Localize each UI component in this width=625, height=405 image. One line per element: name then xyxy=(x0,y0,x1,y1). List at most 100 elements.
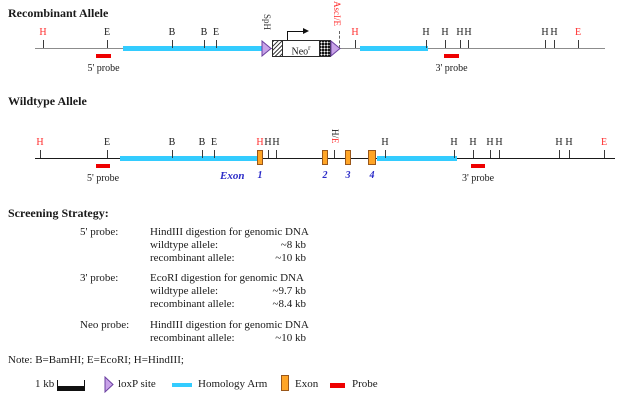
screening-probe-label: 5' probe: xyxy=(80,226,119,238)
scale-bar-icon xyxy=(57,386,85,391)
transcription-arrow-head-icon xyxy=(303,28,309,34)
restriction-site-label: H xyxy=(495,137,503,148)
restriction-site-tick xyxy=(454,150,455,158)
homology-arm xyxy=(120,156,257,161)
probe-legend-label: Probe xyxy=(352,378,378,390)
restriction-site-label: E xyxy=(210,137,218,148)
exon-box xyxy=(345,150,351,165)
exon-number: 2 xyxy=(322,170,328,181)
restriction-site-label: H xyxy=(450,137,458,148)
restriction-site-label: H/E xyxy=(330,129,340,144)
restriction-site-label: H xyxy=(541,27,549,38)
probe-label: 3' probe xyxy=(435,63,468,74)
screening-desc: wildtype allele: xyxy=(150,285,219,297)
site-label-red: E xyxy=(330,138,340,144)
wildtype-allele-title: Wildtype Allele xyxy=(8,94,87,108)
homology-arm-legend-icon xyxy=(172,383,192,387)
homology-arm xyxy=(123,46,262,51)
restriction-site-tick xyxy=(172,150,173,158)
restriction-site-tick xyxy=(355,40,356,48)
exon-number: 1 xyxy=(257,170,263,181)
screening-desc: wildtype allele: xyxy=(150,239,219,251)
restriction-site-tick xyxy=(107,40,108,48)
restriction-site-label: H xyxy=(256,137,264,148)
screening-desc: HindIII digestion for genomic DNA xyxy=(150,319,309,331)
probe-legend-icon xyxy=(330,383,345,388)
screening-strategy-title: Screening Strategy: xyxy=(8,206,109,220)
screening-size: ~9.7 kb xyxy=(272,285,306,297)
probe-label: 3' probe xyxy=(461,173,495,184)
restriction-site-label: H xyxy=(39,27,47,38)
restriction-site-label: B xyxy=(200,27,208,38)
restriction-site-tick xyxy=(268,150,269,158)
restriction-site-tick xyxy=(214,150,215,158)
restriction-site-label: E xyxy=(212,27,220,38)
restriction-site-tick xyxy=(473,150,474,158)
exon-legend-icon xyxy=(281,375,289,391)
loxp-triangle-icon xyxy=(261,40,272,57)
restriction-site-tick xyxy=(426,40,427,48)
restriction-site-tick xyxy=(604,150,605,158)
loxp-legend-label: loxP site xyxy=(118,378,156,390)
restriction-site-label: H xyxy=(264,137,272,148)
loxp-legend-icon xyxy=(104,376,114,393)
restriction-site-label: H xyxy=(456,27,464,38)
probe-bar xyxy=(444,54,459,58)
screening-probe-label: 3' probe: xyxy=(80,272,119,284)
restriction-site-tick xyxy=(40,150,41,158)
asci-site-label: AscI/E xyxy=(332,1,342,26)
screening-probe-label: Neo probe: xyxy=(80,319,130,331)
restriction-site-label: E xyxy=(574,27,582,38)
probe-bar xyxy=(96,164,110,168)
exon-number: 3 xyxy=(345,170,351,181)
exon-number: 4 xyxy=(369,170,375,181)
restriction-site-tick xyxy=(216,40,217,48)
restriction-site-label: H xyxy=(486,137,494,148)
restriction-site-tick xyxy=(107,150,108,158)
restriction-site-label: H xyxy=(422,27,430,38)
restriction-site-tick xyxy=(460,40,461,48)
screening-desc: EcoRI digestion for genomic DNA xyxy=(150,272,304,284)
restriction-site-tick xyxy=(385,150,386,158)
scale-bar-end-tick xyxy=(57,380,58,386)
screening-size: ~10 kb xyxy=(275,332,306,344)
restriction-site-tick xyxy=(172,40,173,48)
exon-word-label: Exon xyxy=(220,170,245,182)
restriction-site-tick xyxy=(569,150,570,158)
screening-size: ~8 kb xyxy=(280,239,306,251)
transcription-arrow-stem xyxy=(287,31,288,40)
restriction-site-label: B xyxy=(168,27,176,38)
restriction-site-tick xyxy=(499,150,500,158)
enzyme-note: Note: B=BamHI; E=EcoRI; H=HindIII; xyxy=(8,354,184,366)
restriction-site-label: E xyxy=(600,137,608,148)
loxp-triangle-icon xyxy=(330,40,341,57)
restriction-site-tick xyxy=(578,40,579,48)
left-junction-site-label: SpH xyxy=(262,14,272,31)
screening-size: ~10 kb xyxy=(275,252,306,264)
restriction-site-tick xyxy=(334,150,335,158)
restriction-site-label: B xyxy=(198,137,206,148)
asci-site-dashed-line xyxy=(339,31,340,48)
restriction-site-label: H xyxy=(272,137,280,148)
restriction-site-label: H xyxy=(351,27,359,38)
restriction-site-tick xyxy=(276,150,277,158)
restriction-site-tick xyxy=(202,150,203,158)
scale-bar-label: 1 kb xyxy=(35,378,55,390)
exon-legend-label: Exon xyxy=(295,378,319,390)
restriction-site-label: H xyxy=(469,137,477,148)
restriction-site-tick xyxy=(468,40,469,48)
screening-size: ~8.4 kb xyxy=(272,298,306,310)
site-label-black: H/ xyxy=(330,129,340,138)
restriction-site-label: B xyxy=(168,137,176,148)
scale-bar-end-tick xyxy=(84,380,85,386)
restriction-site-tick xyxy=(43,40,44,48)
screening-desc: recombinant allele: xyxy=(150,252,235,264)
probe-bar xyxy=(96,54,111,58)
transcription-arrow-line xyxy=(287,31,304,32)
neo-label: Neo xyxy=(291,46,309,58)
restriction-site-tick xyxy=(490,150,491,158)
screening-desc: recombinant allele: xyxy=(150,332,235,344)
recombinant-allele-title: Recombinant Allele xyxy=(8,6,109,20)
